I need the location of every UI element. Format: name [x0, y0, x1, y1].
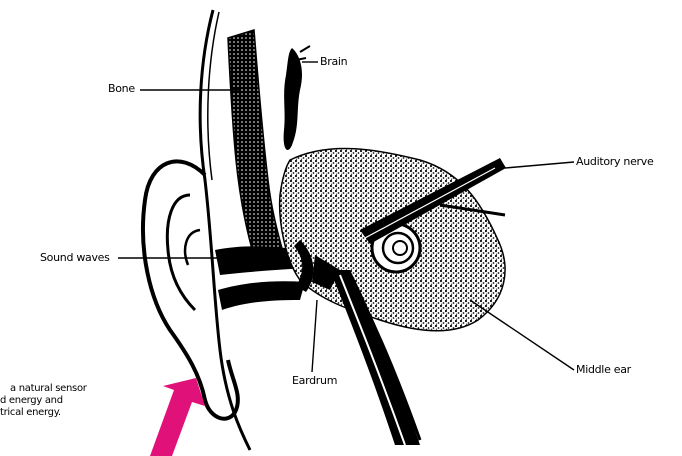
- bone-region: [228, 30, 285, 268]
- label-sound-waves: Sound waves: [40, 251, 110, 264]
- label-auditory-nerve: Auditory nerve: [576, 155, 653, 168]
- caption-line-3: trical energy.: [0, 407, 160, 419]
- label-bone: Bone: [108, 82, 135, 95]
- label-eardrum: Eardrum: [292, 374, 337, 387]
- label-middle-ear: Middle ear: [576, 363, 631, 376]
- caption-text: a natural sensor d energy and trical ene…: [0, 383, 160, 419]
- label-brain: Brain: [320, 55, 347, 68]
- brain-region: [284, 48, 302, 150]
- caption-line-2: d energy and: [0, 395, 160, 407]
- caption-line-1: a natural sensor: [0, 383, 160, 395]
